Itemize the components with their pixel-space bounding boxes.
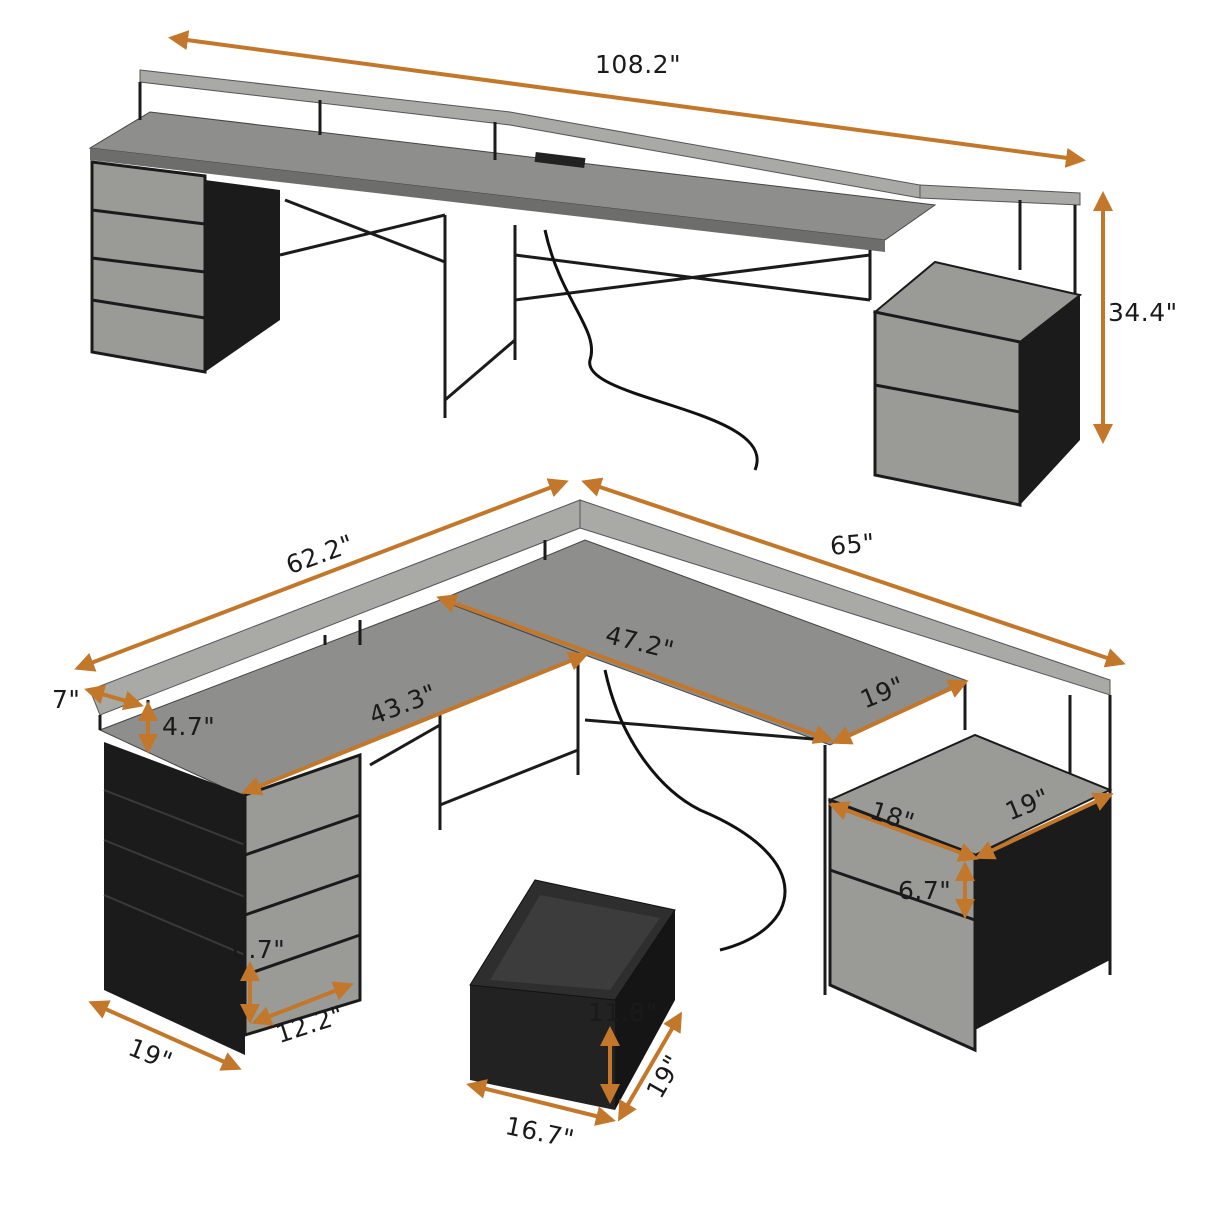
left-cabinet-side — [104, 742, 245, 1055]
desktop-edge — [90, 148, 885, 252]
cabinet-width-arrow — [828, 801, 979, 862]
height-label: 34.4" — [1108, 298, 1178, 327]
left-drawer-height-label: 6.7" — [232, 935, 286, 964]
left-cabinet-fabric — [205, 180, 280, 372]
power-cord — [543, 229, 759, 471]
right-shelf — [919, 184, 1081, 206]
left-cabinet-depth-arrow — [88, 1000, 242, 1071]
desk-depth-arrow — [831, 679, 969, 745]
straight-desk-configuration — [88, 30, 1113, 507]
right-cabinet-side — [1020, 295, 1080, 505]
right-length-arrow — [581, 477, 1126, 668]
right-drawer-height-label: 6.7" — [898, 876, 952, 905]
fabric-drawer-front — [470, 985, 615, 1110]
right-desk-arrow — [436, 594, 834, 744]
left-length-arrow — [74, 478, 569, 672]
total-length-label: 108.2" — [595, 50, 682, 79]
drawer-depth-arrow — [617, 1011, 683, 1122]
right-length-label: 65" — [828, 528, 876, 561]
shelf-height-label: 4.7" — [162, 712, 216, 741]
fabric-drawer-inside — [490, 895, 660, 990]
length-arrow — [168, 30, 1086, 168]
cabinet-depth-arrow — [974, 792, 1114, 860]
left-drawers — [90, 160, 207, 374]
drawer-width-arrow — [466, 1079, 616, 1126]
drawer-height-label: 11.8" — [588, 998, 658, 1027]
shelf-depth-label: 7" — [52, 685, 81, 714]
left-drawer-width-arrow — [251, 981, 354, 1026]
l-desk-configuration — [74, 477, 1126, 1126]
shelf-depth-arrow — [84, 684, 144, 711]
